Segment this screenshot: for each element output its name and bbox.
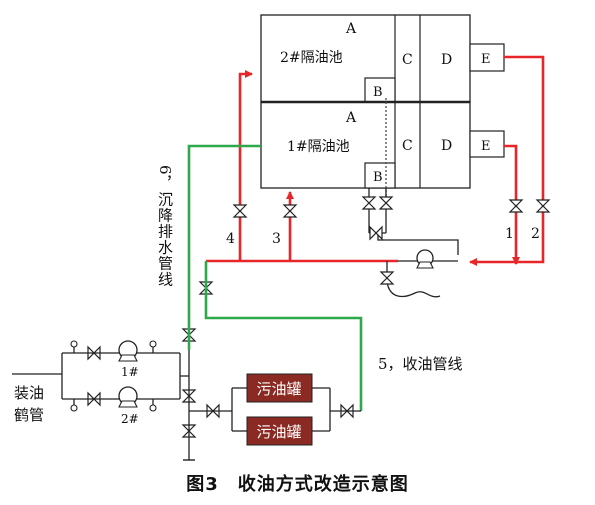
label-line-4: 4	[226, 231, 235, 247]
loading-piping	[12, 346, 361, 460]
label-tank2-D: D	[441, 52, 452, 68]
label-line-1: 1	[505, 226, 514, 242]
label-tank1-B: B	[373, 170, 383, 185]
label-pump-1: 1#	[121, 365, 139, 379]
recirc-pump-icon	[416, 249, 434, 269]
label-tank1-E: E	[481, 139, 491, 154]
label-tank1-D: D	[441, 138, 452, 154]
label-waste-tank-1: 污油罐	[256, 380, 301, 398]
gauge-icon	[70, 404, 78, 412]
gauge-icon	[149, 404, 157, 412]
valve-recirc	[369, 225, 383, 241]
label-tank2-E: E	[481, 52, 491, 67]
gauge-icon	[70, 340, 78, 348]
valve-b1	[361, 196, 377, 210]
valve-line1	[508, 199, 524, 213]
label-line-3: 3	[272, 231, 281, 247]
label-waste-tank-2: 污油罐	[256, 423, 301, 441]
gauge-icon	[149, 340, 157, 348]
label-line-2: 2	[531, 226, 540, 242]
label-tank2-B: B	[373, 85, 383, 100]
label-loading-2: 鹤管	[14, 406, 44, 424]
label-oil-collect: 5，收油管线	[378, 355, 463, 373]
gauges	[70, 340, 157, 412]
valve-line2	[535, 199, 551, 213]
waste-oil-tank-2: 污油罐	[246, 416, 313, 446]
valve-line3	[282, 204, 298, 218]
label-pump-2: 2#	[121, 412, 139, 426]
label-tank1-C: C	[402, 138, 413, 154]
label-tank2-name: 2#隔油池	[280, 50, 343, 66]
valve-b2	[378, 196, 394, 210]
valve-line4	[232, 204, 248, 218]
separator-tank-2	[260, 14, 505, 103]
figure-caption: 图3 收油方式改造示意图	[186, 474, 409, 495]
label-loading-1: 装油	[14, 384, 44, 402]
pump-1-icon	[118, 340, 138, 362]
label-settle-drain: 6，沉降排水管线	[156, 165, 174, 288]
pump-2-icon	[118, 386, 138, 408]
bottom-piping	[368, 188, 459, 298]
separator-tank-1	[260, 100, 505, 189]
label-tank1-A: A	[345, 110, 357, 126]
green-lines	[187, 144, 363, 411]
label-tank1-name: 1#隔油池	[287, 139, 350, 155]
valve-drain	[379, 271, 395, 285]
waste-oil-tank-1: 污油罐	[246, 373, 313, 403]
red-oil-lines	[206, 55, 545, 266]
label-tank2-A: A	[345, 21, 357, 37]
label-tank2-C: C	[402, 52, 413, 68]
